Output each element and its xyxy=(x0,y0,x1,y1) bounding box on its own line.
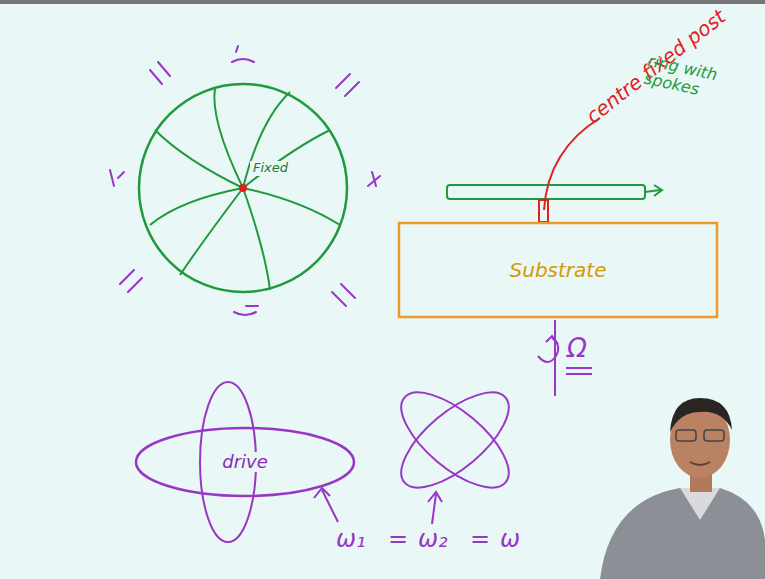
top-bar xyxy=(0,0,765,4)
node-outline xyxy=(138,83,348,293)
electrode-marks xyxy=(110,46,380,315)
node-text: Fixed xyxy=(250,161,291,176)
substrate-box: Substrate xyxy=(398,222,718,318)
outline-shape xyxy=(399,223,717,317)
ring-leader xyxy=(645,190,660,192)
outline-shape xyxy=(139,84,347,292)
sense-mode-ellipse xyxy=(386,376,523,504)
post-leader xyxy=(544,118,600,210)
omega-pointer xyxy=(314,488,338,522)
rotation-rate: Ω xyxy=(567,334,587,363)
omega-underline xyxy=(566,368,592,374)
omega-pointer xyxy=(428,492,442,524)
ring-label: ring with spokes xyxy=(643,52,748,107)
node-text: drive xyxy=(219,452,271,473)
frequency: ω xyxy=(500,526,520,552)
equals-sign: = xyxy=(388,526,408,552)
equals-sign: = xyxy=(470,526,490,552)
drive-frequency: ω₁ xyxy=(336,526,366,552)
ring-spokes xyxy=(150,88,340,290)
centre-post xyxy=(539,200,548,222)
ring-leader-head xyxy=(654,185,662,196)
rotation-arrow-head xyxy=(546,336,558,344)
ring-top-view: Fixed xyxy=(138,83,348,293)
outline-shape xyxy=(136,428,354,496)
sense-mode-ellipse xyxy=(386,376,523,504)
fixed-centre-dot xyxy=(239,184,247,192)
drive-mode-ellipse: drive xyxy=(135,427,355,497)
node-text: Substrate xyxy=(510,259,607,282)
sense-frequency: ω₂ xyxy=(418,526,448,552)
presenter xyxy=(600,398,765,579)
